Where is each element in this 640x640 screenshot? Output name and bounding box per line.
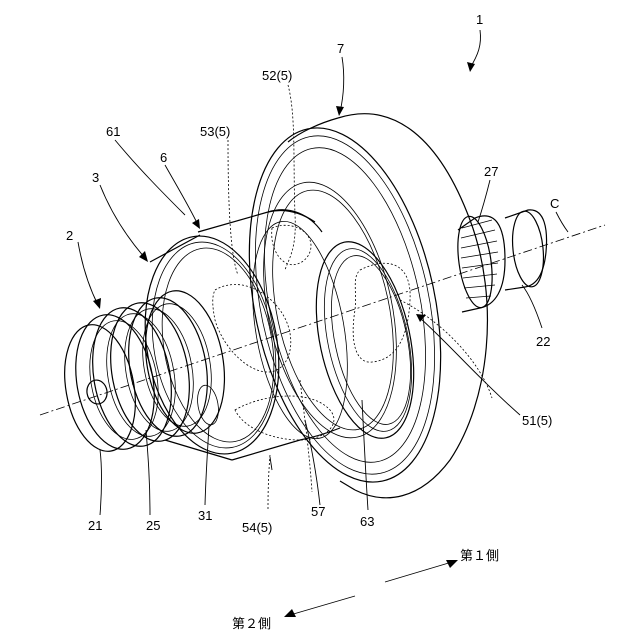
label-51: 51(5)	[522, 413, 552, 428]
label-21: 21	[88, 518, 102, 533]
arrow-side1-head	[446, 560, 458, 568]
label-6: 6	[160, 150, 167, 165]
arrow-side2-head	[284, 609, 296, 617]
label-3: 3	[92, 170, 99, 185]
label-c: C	[550, 196, 559, 211]
direction-arrows	[284, 560, 458, 617]
label-22: 22	[536, 334, 550, 349]
label-side2: 第２側	[232, 616, 271, 631]
label-side1: 第１側	[460, 548, 499, 563]
label-53: 53(5)	[200, 124, 230, 139]
leader-lines	[78, 30, 568, 515]
label-25: 25	[146, 518, 160, 533]
label-7: 7	[337, 41, 344, 56]
label-52: 52(5)	[262, 68, 292, 83]
label-63: 63	[360, 514, 374, 529]
label-27: 27	[484, 164, 498, 179]
axis-line-c	[40, 225, 605, 415]
flange-3	[129, 225, 295, 464]
label-54: 54(5)	[242, 520, 272, 535]
disc-7	[220, 110, 488, 500]
label-31: 31	[198, 508, 212, 523]
label-57: 57	[311, 504, 325, 519]
label-61: 61	[106, 124, 120, 139]
right-shaft	[453, 210, 547, 312]
label-1: 1	[476, 12, 483, 27]
hub-6	[198, 210, 362, 460]
label-2: 2	[66, 228, 73, 243]
